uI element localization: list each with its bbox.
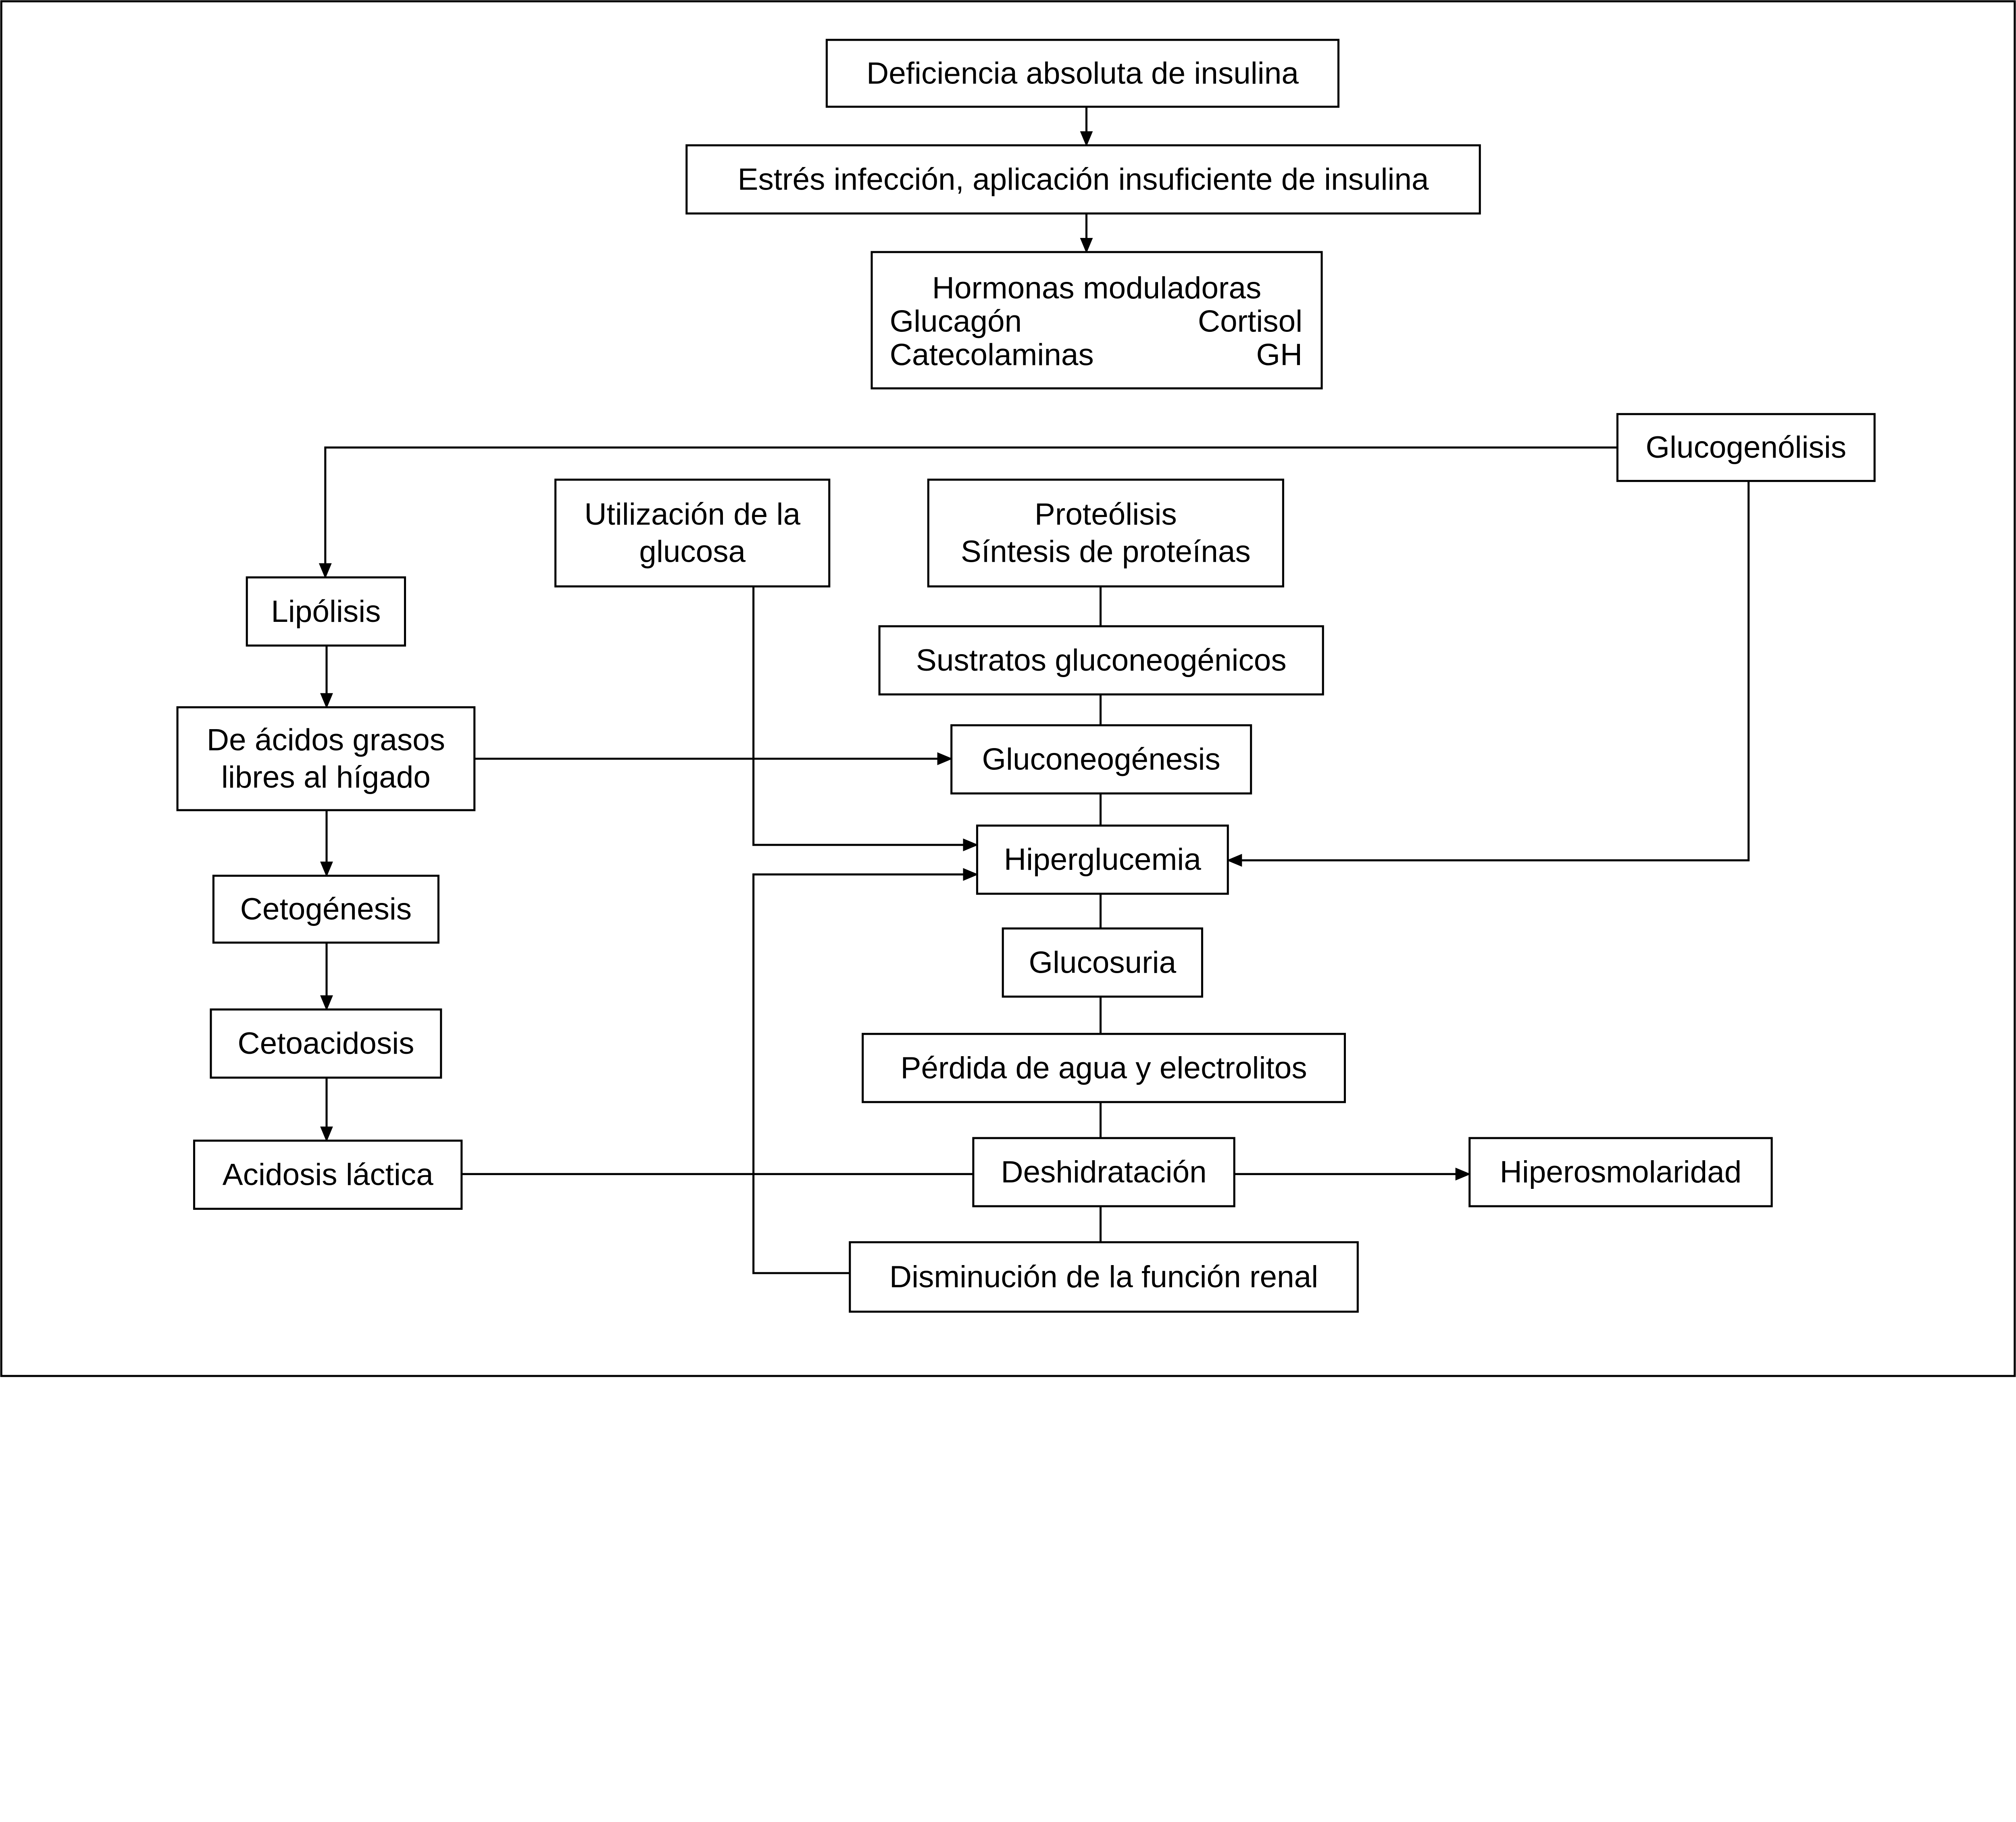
- node-label: De ácidos grasos: [207, 723, 445, 757]
- outer-border: [0, 0, 2016, 1377]
- node-label: Hiperglucemia: [1004, 842, 1202, 877]
- node-cetoacidosis: Cetoacidosis: [210, 1008, 442, 1079]
- node-estres: Estrés infección, aplicación insuficient…: [685, 144, 1481, 215]
- connectors: [319, 106, 1750, 1274]
- node-label: glucosa: [639, 534, 746, 569]
- node-label: libres al hígado: [221, 760, 431, 794]
- node-label: Lipólisis: [271, 594, 381, 629]
- node-gluconeogenesis: Gluconeogénesis: [950, 724, 1252, 795]
- node-item: Cortisol: [1198, 304, 1302, 339]
- node-box: [685, 144, 1481, 215]
- node-box: [1616, 413, 1876, 482]
- node-label: Acidosis láctica: [223, 1157, 434, 1192]
- node-box: [212, 875, 439, 944]
- node-lipolisis: Lipólisis: [246, 576, 406, 647]
- node-deficiencia: Deficiencia absoluta de insulina: [825, 39, 1340, 108]
- node-label: Sustratos gluconeogénicos: [916, 643, 1287, 678]
- arrow: [752, 586, 979, 851]
- node-box: [927, 478, 1284, 588]
- arrow: [752, 868, 979, 1274]
- node-box: [176, 706, 476, 811]
- node-box: [246, 576, 406, 647]
- node-hiperglucemia: Hiperglucemia: [976, 824, 1229, 895]
- node-item: Glucagón: [890, 304, 1022, 339]
- node-box: [862, 1033, 1346, 1103]
- node-item: GH: [1256, 338, 1302, 372]
- node-box: [210, 1008, 442, 1079]
- node-glucogenolisis: Glucogenólisis: [1616, 413, 1876, 482]
- arrow: [1227, 481, 1750, 867]
- node-title: Hormonas moduladoras: [932, 271, 1262, 305]
- arrow: [319, 446, 1618, 579]
- node-box: [871, 251, 1323, 390]
- node-label: Pérdida de agua y electrolitos: [901, 1051, 1307, 1085]
- node-box: [1468, 1137, 1773, 1207]
- node-label: Glucosuria: [1029, 945, 1177, 980]
- node-disminucion: Disminución de la función renal: [849, 1241, 1359, 1313]
- node-label: Cetogénesis: [240, 892, 412, 926]
- node-label: Gluconeogénesis: [982, 742, 1220, 776]
- node-label: Estrés infección, aplicación insuficient…: [738, 162, 1429, 196]
- node-label: Glucogenólisis: [1646, 430, 1847, 465]
- node-box: [193, 1139, 463, 1210]
- node-box: [1002, 927, 1204, 998]
- node-hiperosmolaridad: Hiperosmolaridad: [1468, 1137, 1773, 1207]
- node-label: Deficiencia absoluta de insulina: [866, 56, 1299, 90]
- node-cetogenesis: Cetogénesis: [212, 875, 439, 944]
- node-label: Proteólisis: [1035, 497, 1177, 532]
- node-box: [825, 39, 1340, 108]
- node-label: Deshidratación: [1001, 1155, 1206, 1189]
- node-box: [849, 1241, 1359, 1313]
- node-box: [972, 1137, 1235, 1207]
- node-box: [950, 724, 1252, 795]
- node-label: Síntesis de proteínas: [961, 534, 1251, 569]
- node-deshidratacion: Deshidratación: [972, 1137, 1235, 1207]
- node-label: Hiperosmolaridad: [1500, 1155, 1742, 1189]
- node-perdida: Pérdida de agua y electrolitos: [862, 1033, 1346, 1103]
- node-label: Utilización de la: [584, 497, 800, 532]
- node-box: [878, 625, 1324, 696]
- node-acidosis: Acidosis láctica: [193, 1139, 463, 1210]
- node-label: Cetoacidosis: [237, 1026, 414, 1061]
- node-glucosuria: Glucosuria: [1002, 927, 1204, 998]
- node-sustratos: Sustratos gluconeogénicos: [878, 625, 1324, 696]
- node-item: Catecolaminas: [890, 338, 1094, 372]
- node-box: [554, 478, 831, 588]
- node-box: [976, 824, 1229, 895]
- node-label: Disminución de la función renal: [889, 1260, 1318, 1294]
